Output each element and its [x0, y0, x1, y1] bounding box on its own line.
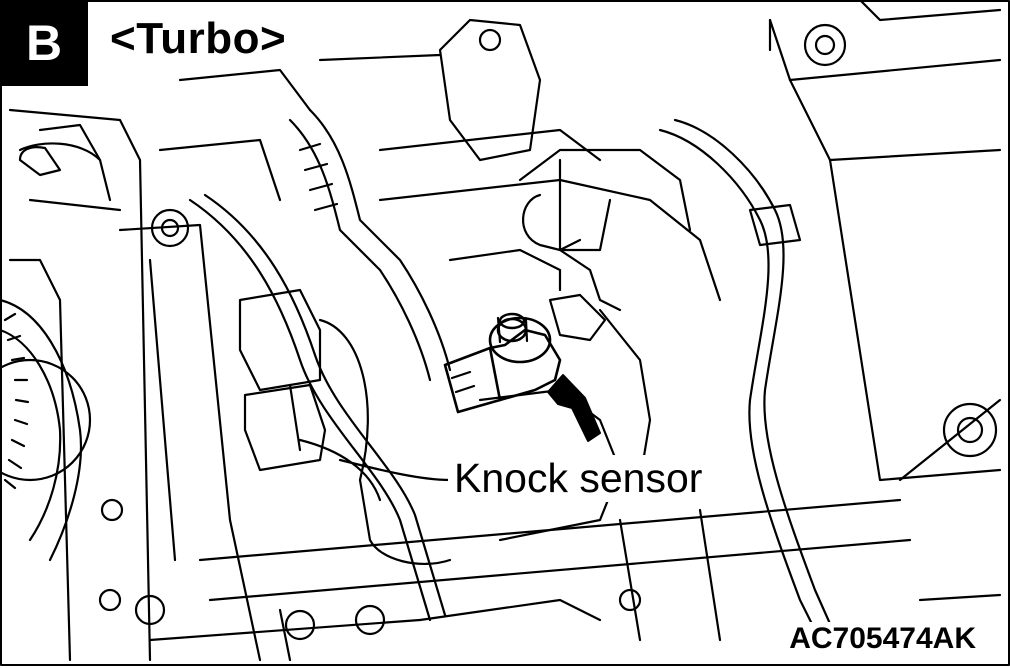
- knock-sensor-label: Knock sensor: [448, 455, 709, 502]
- view-badge: B: [0, 0, 88, 86]
- view-title: <Turbo>: [110, 14, 287, 63]
- figure-code: AC705474AK: [785, 622, 980, 656]
